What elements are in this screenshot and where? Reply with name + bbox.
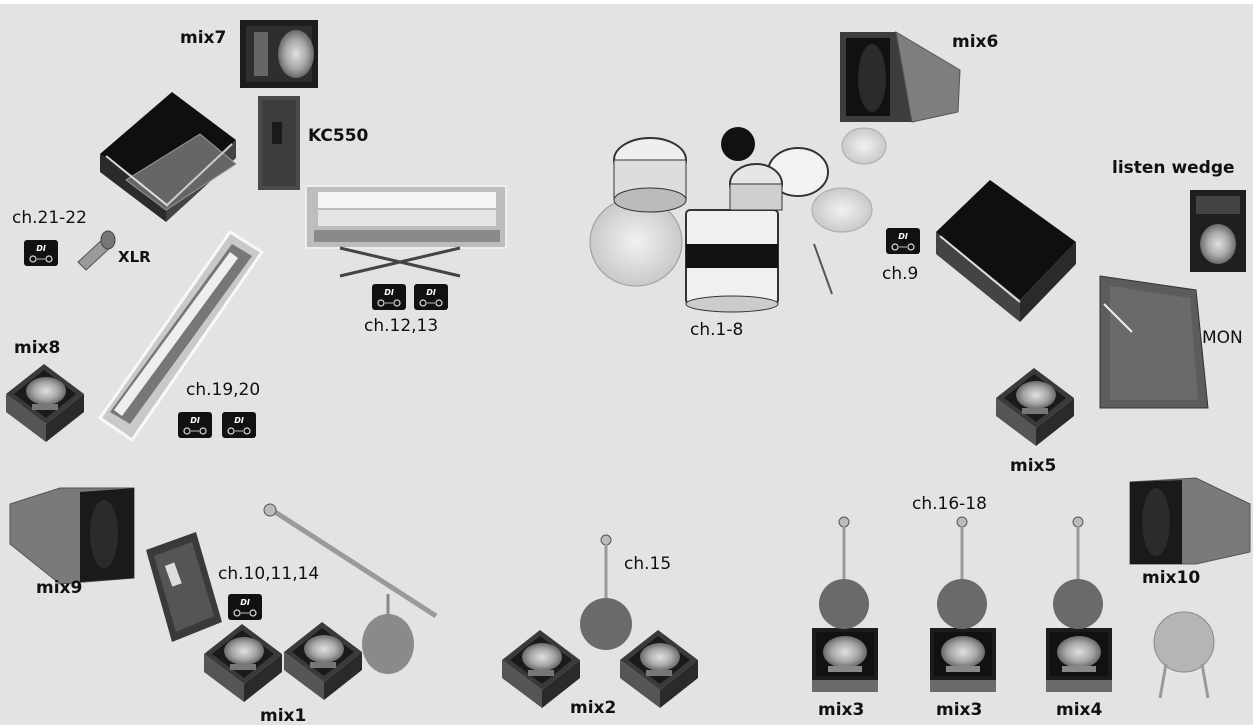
mic-stand-ch15 — [580, 533, 632, 650]
stage-plot-graphics: DI — [6, 20, 1251, 708]
bass-cabinet — [146, 532, 222, 642]
label-mix4: mix4 — [1056, 700, 1103, 720]
label-mix6: mix6 — [952, 32, 999, 52]
label-mix3-a: mix3 — [818, 700, 865, 720]
mix3-wedge-b — [930, 628, 996, 692]
label-ch19-20: ch.19,20 — [186, 380, 261, 400]
label-mix3-b: mix3 — [936, 700, 983, 720]
label-ch12-13: ch.12,13 — [364, 316, 439, 336]
keyboard-centre — [305, 185, 507, 278]
boom-mic-stand — [263, 503, 438, 674]
label-ch21-22: ch.21-22 — [12, 208, 87, 228]
label-mon: MON — [1202, 328, 1243, 348]
drum-kit — [589, 127, 887, 313]
di-box-ch9 — [885, 227, 921, 255]
mic-stand-ch17 — [937, 515, 987, 629]
mix2-wedge-b — [620, 630, 698, 708]
mix1-wedge-a — [204, 624, 282, 702]
xlr-connector — [77, 230, 116, 271]
di-box-ch10-11-14 — [227, 593, 263, 621]
di-box-ch19 — [177, 411, 213, 439]
label-mix5: mix5 — [1010, 456, 1057, 476]
label-listen-wedge: listen wedge — [1112, 158, 1235, 178]
listen-wedge-speaker — [1190, 190, 1246, 272]
mix3-wedge-a — [812, 628, 878, 692]
label-mix9: mix9 — [36, 578, 83, 598]
mix4-wedge — [1046, 628, 1112, 692]
monitor-console — [1099, 275, 1209, 409]
label-ch16-18: ch.16-18 — [912, 494, 987, 514]
label-ch15: ch.15 — [624, 554, 672, 574]
label-xlr: XLR — [118, 248, 151, 266]
label-kc550: KC550 — [308, 126, 369, 146]
guitar-amp-left — [100, 92, 237, 222]
mix9-sidefill — [9, 487, 135, 585]
di-box-ch12 — [371, 283, 407, 311]
guitar-amp-right — [936, 180, 1076, 322]
label-mix7: mix7 — [180, 28, 227, 48]
mix2-wedge-a — [502, 630, 580, 708]
label-ch10-11-14: ch.10,11,14 — [218, 564, 320, 584]
di-box-ch21-22 — [23, 239, 59, 267]
label-ch1-8: ch.1-8 — [690, 320, 744, 340]
mix5-wedge — [996, 368, 1074, 446]
mix8-wedge — [6, 364, 84, 442]
keyboard-diagonal — [97, 229, 265, 443]
mix7-wedge — [240, 20, 318, 88]
mic-stand-ch16 — [819, 515, 869, 629]
mix6-sidefill — [840, 31, 961, 123]
mic-stand-ch18 — [1053, 515, 1103, 629]
label-ch9: ch.9 — [882, 264, 919, 284]
label-mix1: mix1 — [260, 706, 307, 725]
label-mix10: mix10 — [1142, 568, 1201, 588]
label-mix8: mix8 — [14, 338, 61, 358]
mix10-sidefill — [1129, 477, 1251, 565]
kc550-cabinet — [258, 96, 300, 190]
di-box-ch13 — [413, 283, 449, 311]
label-mix2: mix2 — [570, 698, 617, 718]
drum-stool — [1153, 611, 1215, 699]
mix1-wedge-b — [284, 622, 362, 700]
di-box-ch20 — [221, 411, 257, 439]
